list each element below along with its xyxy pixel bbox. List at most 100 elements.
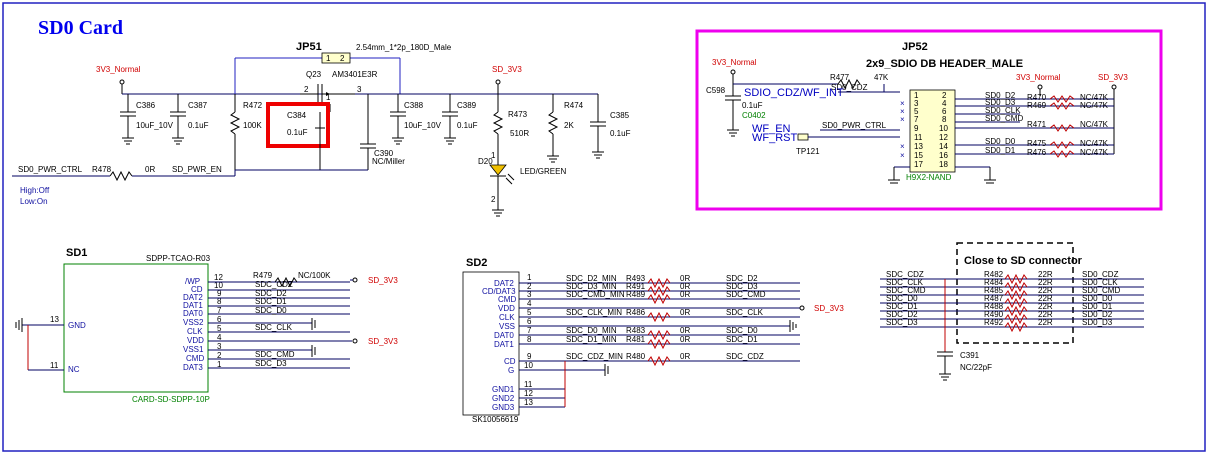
cap-c385 (590, 94, 606, 159)
sd2-pin-cd: CD (504, 357, 516, 366)
net-3v3-normal-left: 3V3_Normal (96, 65, 141, 74)
jp52-right-pin-numbers: 2 4 6 8 10 12 14 16 18 (939, 91, 948, 169)
sd2-pin-gnd1: GND1 (492, 385, 515, 394)
sd1-num-9: 9 (217, 289, 222, 298)
sd2-res-r486-val: 0R (680, 308, 690, 317)
sd1-num-2: 2 (217, 351, 222, 360)
sd2-res-r483-val: 0R (680, 326, 690, 335)
sd2-num-6: 6 (527, 317, 532, 326)
r473-ref: R473 (508, 110, 528, 119)
conn-labels: SDC_CDZ R482 22R SD0_CDZ SDC_CLK R484 22… (886, 270, 1120, 327)
jp51-pin1: 1 (326, 54, 331, 63)
conn-val-r482: 22R (1038, 270, 1053, 279)
q23-pin1: 1 (326, 93, 331, 102)
r470-ref: R470 (1027, 93, 1047, 102)
jp52-ref: JP52 (902, 41, 928, 53)
cap-c388 (390, 94, 406, 145)
sd1-gnd-symbol (15, 318, 23, 332)
jp52-header-body (909, 89, 956, 173)
sd1-pin-nc-num: 11 (50, 361, 59, 370)
sd2-net-sd3v3: SD_3V3 (814, 304, 844, 313)
jp52-wf-en: WF_EN (752, 123, 791, 135)
jp51-pin2: 2 (340, 54, 345, 63)
jp52-lpin-5: 5 (914, 107, 919, 116)
sd2-net-clk-min: SDC_CLK_MIN (566, 308, 622, 317)
sd1-pin-numbers: 12 10 9 8 7 6 5 4 3 2 1 (214, 273, 223, 369)
svg-text:×: × (900, 107, 905, 116)
sd1-num-3: 3 (217, 342, 222, 351)
jp52-net-sd0-cmd: SD0_CMD (985, 114, 1023, 123)
sd2-net-labels: SDC_D2_MIN R493 0R SDC_D2 SDC_D3_MIN R49… (566, 274, 766, 361)
jp52-sd-3v3-right: SD_3V3 (1098, 73, 1128, 82)
sd2-pin-numbers: 1 2 3 4 5 6 7 8 9 10 11 12 13 (524, 273, 533, 407)
conn-left-d2: SDC_D2 (886, 310, 918, 319)
jp52-lpin-1: 1 (914, 91, 919, 100)
sd1-net-d3: SDC_D3 (255, 359, 287, 368)
sd1-pin-cd: CD (191, 285, 203, 294)
c386-value: 10uF_10V (136, 121, 174, 130)
sd2-out-d1: SDC_D1 (726, 335, 758, 344)
sd2-res-r493: R493 (626, 274, 646, 283)
jp52-no-connect-marks: × × × × × (900, 99, 905, 160)
r477-ref: R477 (830, 73, 850, 82)
sd1-net-cmd: SDC_CMD (255, 350, 295, 359)
conn-val-r492: 22R (1038, 318, 1053, 327)
sd2-res-r481-val: 0R (680, 335, 690, 344)
cap-c389 (442, 94, 458, 145)
c598-pkg: C0402 (742, 111, 766, 120)
sd1-pin-gnd-num: 13 (50, 315, 59, 324)
conn-left-d3: SDC_D3 (886, 318, 918, 327)
r471-ref: R471 (1027, 120, 1047, 129)
jp52-net-sd0-d3: SD0_D3 (985, 98, 1016, 107)
sd1-pin-dat0: DAT0 (183, 309, 203, 318)
conn-res-r482: R482 (984, 270, 1004, 279)
sd1-net-d0: SDC_D0 (255, 306, 287, 315)
power-port-sd-3v3-top (495, 79, 501, 94)
jp52-gnd-left-symbol (888, 179, 900, 184)
r474-ref: R474 (564, 101, 584, 110)
d20-pin1: 1 (491, 151, 496, 160)
sd2-res-r491: R491 (626, 282, 646, 291)
jp52-highlight-box (695, 29, 1163, 211)
r472-value: 100K (243, 121, 262, 130)
jp52-lpin-3: 3 (914, 99, 919, 108)
conn-val-r487: 22R (1038, 294, 1053, 303)
sd2-pin-dat0: DAT0 (494, 331, 514, 340)
jp52-rpin-8: 8 (942, 115, 947, 124)
conn-left-clk: SDC_CLK (886, 278, 924, 287)
sd1-pin-dat3: DAT3 (183, 363, 203, 372)
jp52-lpin-11: 11 (914, 133, 923, 142)
sd1-num-7: 7 (217, 306, 222, 315)
sd2-num-4: 4 (527, 299, 532, 308)
jp52-lpin-9: 9 (914, 124, 919, 133)
sd1-pin-wp: /WP (185, 277, 200, 286)
r475-value: NC/47K (1080, 139, 1109, 148)
c384-value: 0.1uF (287, 128, 308, 137)
r479-value: NC/100K (298, 271, 331, 280)
sd1-pin-vdd: VDD (187, 336, 204, 345)
conn-left-cdz: SDC_CDZ (886, 270, 924, 279)
sd1-num-12: 12 (214, 273, 223, 282)
c386-ref: C386 (136, 101, 156, 110)
cap-c386 (120, 94, 136, 145)
sd2-ref: SD2 (466, 257, 487, 269)
sd2-pin-vdd: VDD (498, 304, 515, 313)
jp52-part: H9X2-NAND (906, 173, 952, 182)
r478-value: 0R (145, 165, 155, 174)
sd2-num-10: 10 (524, 361, 533, 370)
c390-ref: C390 (374, 149, 394, 158)
jp52-3v3-normal-right: 3V3_Normal (1016, 73, 1061, 82)
sd1-num-5: 5 (217, 324, 222, 333)
conn-right-d3: SD0_D3 (1082, 318, 1113, 327)
jp52-lpin-13: 13 (914, 142, 923, 151)
sd2-out-d0: SDC_D0 (726, 326, 758, 335)
conn-val-r490: 22R (1038, 310, 1053, 319)
jp52-rpin-4: 4 (942, 99, 947, 108)
sd2-num-11: 11 (524, 380, 533, 389)
jp52-net-sd0-d2: SD0_D2 (985, 91, 1016, 100)
sd2-series-resistors (647, 277, 671, 367)
svg-text:×: × (900, 151, 905, 160)
sd2-net-cmd-min: SDC_CMD_MIN (566, 290, 625, 299)
jp52-net-sd0-d0: SD0_D0 (985, 137, 1016, 146)
